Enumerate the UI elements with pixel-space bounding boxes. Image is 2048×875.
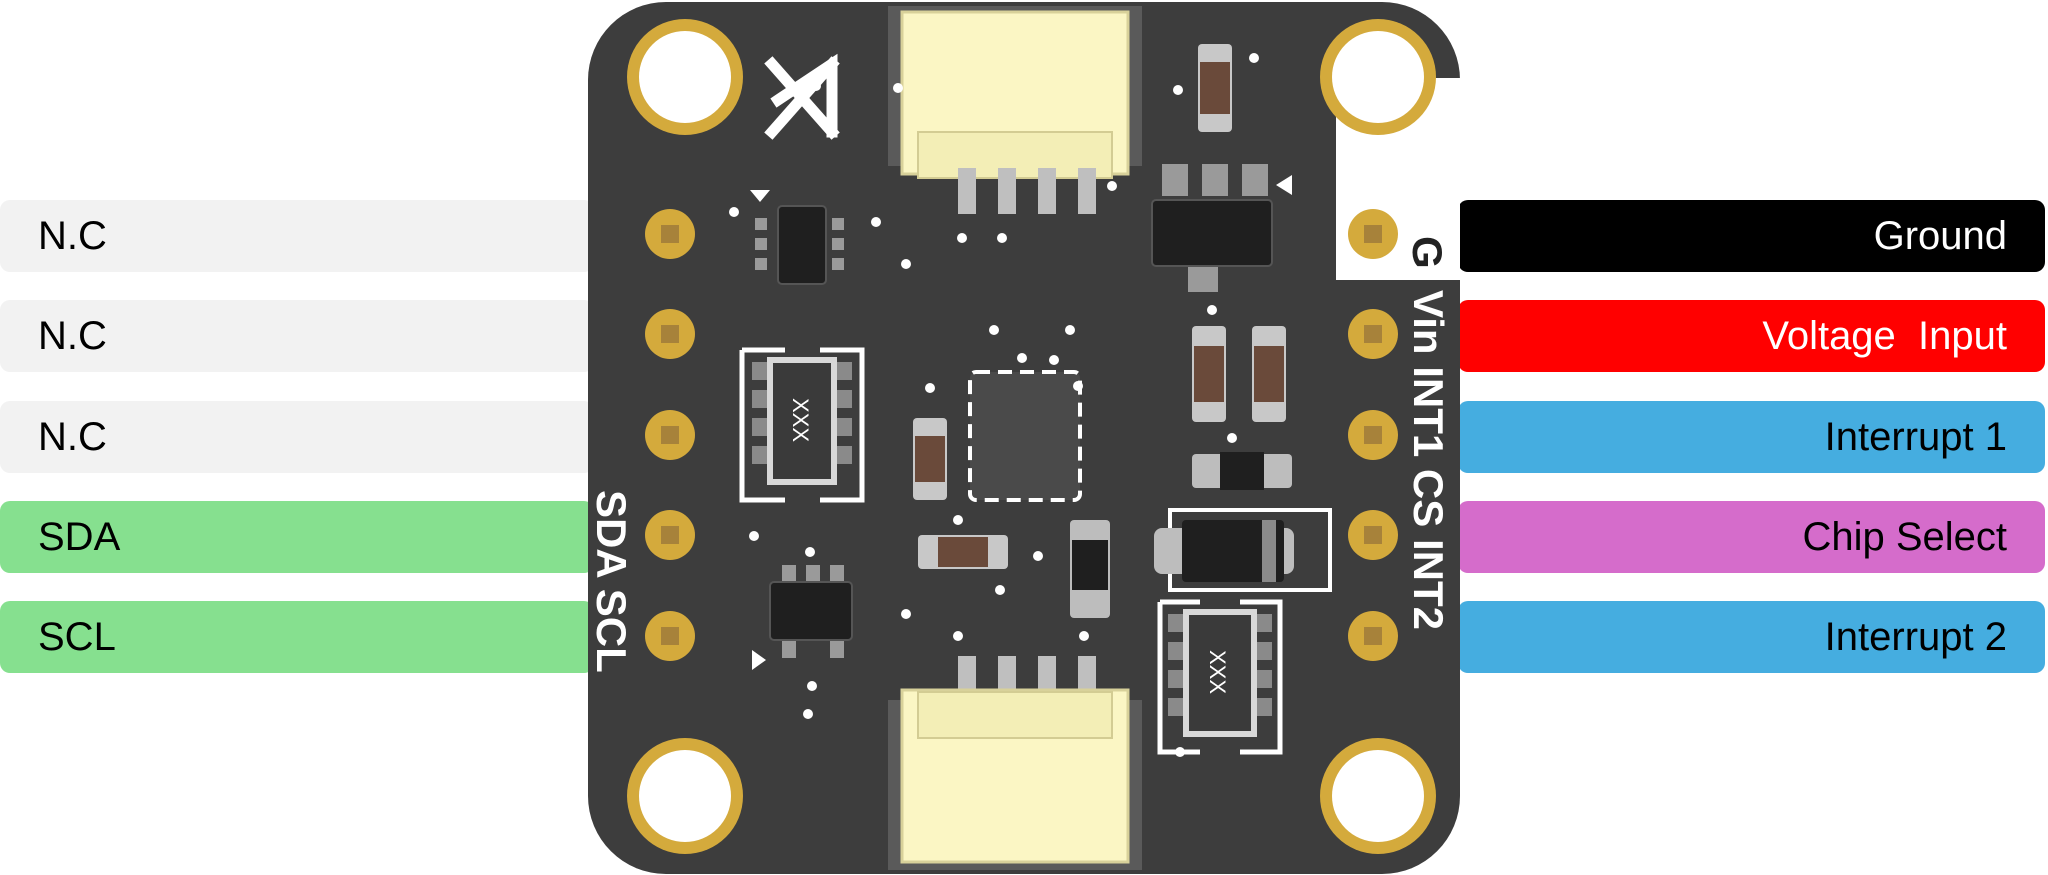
silk-label-right: Vin INT1 CS INT2 bbox=[1405, 290, 1452, 630]
pin-label-right: Interrupt 1 bbox=[1458, 401, 2045, 473]
pin-label-right: Ground bbox=[1458, 200, 2045, 272]
header-pad bbox=[645, 611, 695, 661]
header-pad bbox=[645, 309, 695, 359]
pin-label-left: N.C bbox=[0, 401, 594, 473]
capacitor bbox=[1192, 326, 1226, 422]
mounting-hole bbox=[1320, 19, 1436, 135]
bottom-connector bbox=[888, 656, 1142, 870]
pin-label-right: Interrupt 2 bbox=[1458, 601, 2045, 673]
pin-label-left: N.C bbox=[0, 200, 594, 272]
pin-label-right: Chip Select bbox=[1458, 501, 2045, 573]
diode bbox=[1154, 508, 1332, 592]
pin-label-text: N.C bbox=[38, 313, 107, 358]
transistor bbox=[1192, 452, 1292, 490]
pin-label-text: Ground bbox=[1873, 213, 2007, 258]
pin-label-text: N.C bbox=[38, 414, 107, 459]
capacitor bbox=[918, 535, 1008, 569]
header-pad bbox=[1348, 410, 1398, 460]
capacitor bbox=[913, 418, 947, 500]
sensor-ic bbox=[968, 370, 1082, 502]
header-pad bbox=[1348, 611, 1398, 661]
capacitor bbox=[1198, 44, 1232, 132]
top-connector bbox=[888, 6, 1142, 214]
pin-label-text: Voltage Input bbox=[1762, 313, 2007, 358]
chip-mark: XXX bbox=[1205, 650, 1230, 694]
pin-label-text: SDA bbox=[38, 514, 121, 559]
pin-label-text: Interrupt 2 bbox=[1824, 614, 2007, 659]
pin-label-text: Chip Select bbox=[1802, 514, 2007, 559]
pin-label-text: N.C bbox=[38, 213, 107, 258]
mounting-hole bbox=[627, 738, 743, 854]
pin-label-right: Voltage Input bbox=[1458, 300, 2045, 372]
silk-label-left: SDA SCL bbox=[588, 490, 635, 673]
transistor bbox=[1070, 520, 1110, 618]
header-pad bbox=[645, 510, 695, 560]
pin-label-left: N.C bbox=[0, 300, 594, 372]
regulator-chip bbox=[1151, 164, 1292, 292]
resistor-array: XXX bbox=[1157, 599, 1283, 755]
ground-silk-label: G bbox=[1404, 236, 1451, 269]
header-pad bbox=[1348, 510, 1398, 560]
header-pad bbox=[1348, 209, 1398, 259]
pin-label-text: SCL bbox=[38, 614, 116, 659]
chip-mark: XXX bbox=[788, 398, 813, 442]
vias bbox=[729, 53, 1259, 757]
capacitor bbox=[1252, 326, 1286, 422]
header-pad bbox=[645, 209, 695, 259]
brand-logo bbox=[764, 53, 840, 140]
header-pad bbox=[1348, 309, 1398, 359]
header-pad bbox=[645, 410, 695, 460]
pin-label-text: Interrupt 1 bbox=[1824, 414, 2007, 459]
resistor-array: XXX bbox=[739, 347, 865, 503]
mounting-hole bbox=[1320, 738, 1436, 854]
sot-chip bbox=[752, 565, 853, 670]
sot-chip bbox=[750, 190, 844, 285]
mounting-hole bbox=[627, 19, 743, 135]
pin-label-left: SCL bbox=[0, 601, 594, 673]
pin-label-left: SDA bbox=[0, 501, 594, 573]
